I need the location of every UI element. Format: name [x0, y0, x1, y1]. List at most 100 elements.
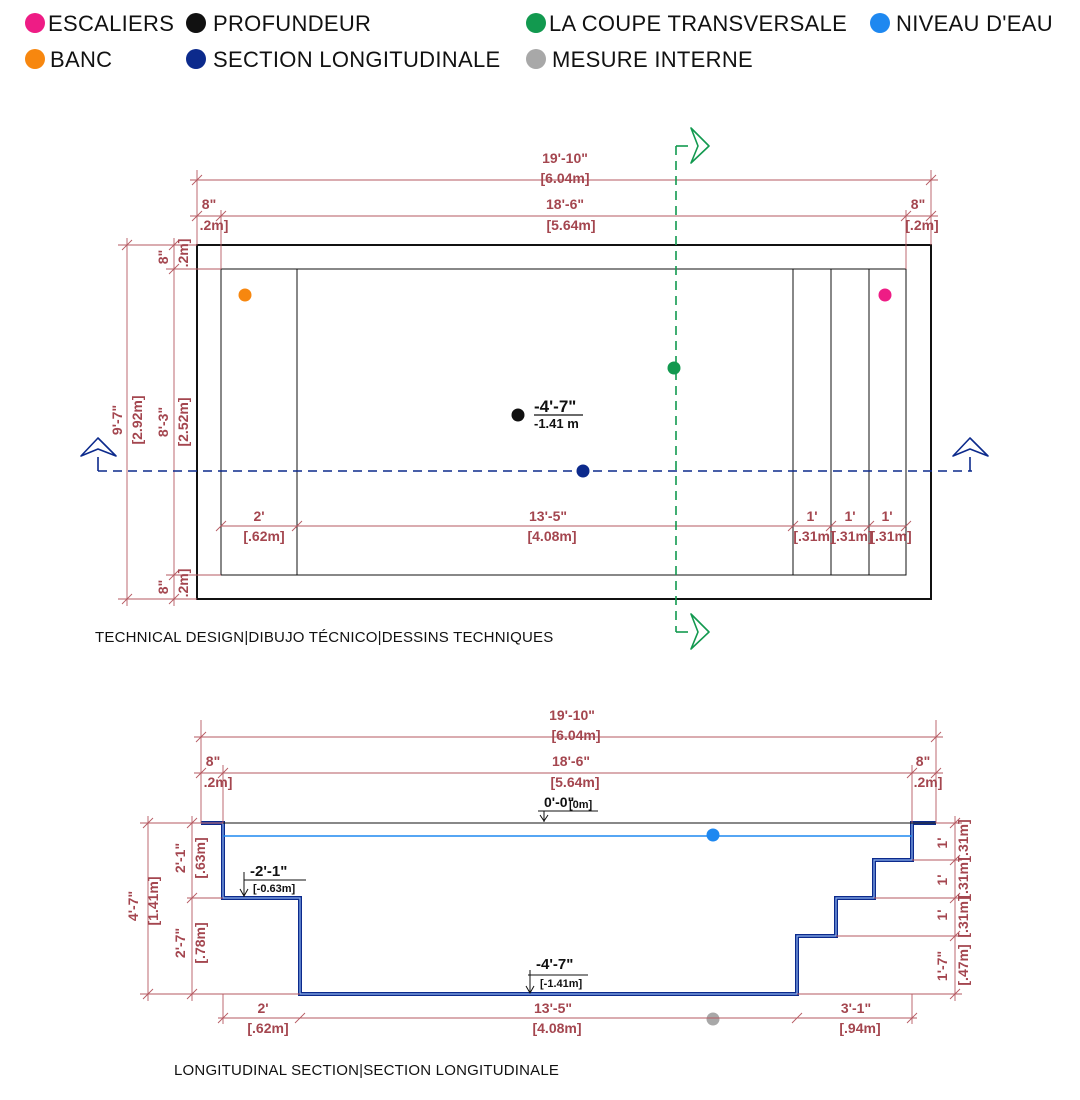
- plan-floor-length-metric: [4.08m]: [527, 528, 576, 544]
- section-wall-left: 8": [206, 753, 220, 769]
- section-lower-depth: 2'-7": [172, 928, 188, 958]
- cross-section-cut-line: [667, 127, 710, 650]
- plan-overall-length-metric: [6.04m]: [540, 170, 589, 186]
- section-riser-4-metric: [.47m]: [955, 944, 971, 985]
- plan-outer-outline: [196, 244, 932, 600]
- section-top-level: 0'-0": [544, 794, 574, 810]
- section-stairs-length: 3'-1": [841, 1000, 871, 1016]
- plan-step-1-length-metric: [.31m]: [793, 528, 834, 544]
- section-bench-level-metric: [-0.63m]: [253, 883, 296, 895]
- section-bottom-dimensions: 2' [.62m] 13'-5" [4.08m] 3'-1" [.94m]: [217, 994, 918, 1036]
- water-level-marker-icon: [870, 13, 890, 33]
- depth-marker-icon: [186, 13, 206, 33]
- section-floor-length-metric: [4.08m]: [532, 1020, 581, 1036]
- bench-marker-icon: [25, 49, 45, 69]
- plan-wall-right: 8": [911, 196, 925, 212]
- section-wall-right: 8": [916, 753, 930, 769]
- plan-wall-left-metric: .2m]: [200, 217, 229, 233]
- plan-floor-length: 13'-5": [529, 508, 567, 524]
- plan-top-dimensions: 19'-10" [6.04m] 18'-6" [5.64m] 8" .2m] 8…: [190, 150, 939, 269]
- section-bench-length: 2': [257, 1000, 268, 1016]
- section-overall-length-metric: [6.04m]: [551, 727, 600, 743]
- plan-inner-length-metric: [5.64m]: [546, 217, 595, 233]
- section-bench-depth: 2'-1": [172, 843, 188, 873]
- section-riser-2: 1': [934, 874, 950, 885]
- plan-inner-width: 8'-3": [155, 407, 171, 437]
- section-view: 19'-10" [6.04m] 18'-6" [5.64m] 8" .2m] 8…: [125, 707, 971, 1079]
- section-bench-level: -2'-1": [250, 863, 287, 880]
- section-floor-length: 13'-5": [534, 1000, 572, 1016]
- section-riser-1-metric: [.31m]: [955, 819, 971, 860]
- plan-step-2-length-metric: [.31m]: [831, 528, 872, 544]
- plan-wall-top: 8": [155, 250, 171, 264]
- section-arrow-right-icon: [952, 437, 989, 457]
- plan-bench-length-metric: [.62m]: [243, 528, 284, 544]
- level-arrow-top-icon: [539, 814, 549, 822]
- water-level-marker: [706, 828, 720, 842]
- section-level-top: 0'-0" [0m]: [538, 794, 598, 822]
- section-riser-3: 1': [934, 909, 950, 920]
- legend-item-profundeur: PROFUNDEUR: [186, 11, 371, 36]
- stairs-marker-icon: [25, 13, 45, 33]
- cross-section-arrow-bottom-icon: [690, 613, 710, 650]
- section-total-depth-metric: [1.41m]: [145, 876, 161, 925]
- legend: ESCALIERS PROFUNDEUR LA COUPE TRANSVERSA…: [25, 11, 1053, 72]
- section-bench-depth-metric: [.63m]: [192, 837, 208, 878]
- plan-wall-right-metric: [.2m]: [905, 217, 938, 233]
- section-pool-profile-highlight: [201, 822, 936, 995]
- section-riser-1: 1': [934, 837, 950, 848]
- internal-measure-marker-icon: [526, 49, 546, 69]
- section-level-floor: -4'-7" [-1.41m]: [525, 956, 588, 995]
- plan-left-dimensions: 9'-7" [2.92m] 8'-3" [2.52m] 8" .2m] 8" .…: [109, 238, 221, 606]
- stairs-marker: [878, 288, 892, 302]
- plan-step-2-length: 1': [844, 508, 855, 524]
- plan-bench-length: 2': [253, 508, 264, 524]
- section-floor-level: -4'-7": [536, 956, 573, 973]
- legend-item-banc: BANC: [25, 47, 112, 72]
- plan-depth-label: -4'-7" -1.41 m: [511, 397, 583, 431]
- plan-step-3-length: 1': [881, 508, 892, 524]
- section-top-level-metric: [0m]: [569, 799, 593, 811]
- cross-section-marker: [667, 361, 681, 375]
- plan-overall-width: 9'-7": [109, 405, 125, 435]
- section-arrow-left-icon: [80, 437, 117, 457]
- plan-inner-length: 18'-6": [546, 196, 584, 212]
- bench-marker: [238, 288, 252, 302]
- legend-label-banc: BANC: [50, 47, 112, 72]
- plan-depth-value: -4'-7": [534, 397, 576, 416]
- plan-step-3-length-metric: [.31m]: [870, 528, 911, 544]
- section-right-dimensions: 1' [.31m] 1' [.31m] 1' [.31m] 1'-7" [.47…: [797, 816, 971, 1001]
- plan-overall-width-metric: [2.92m]: [129, 395, 145, 444]
- legend-item-escaliers: ESCALIERS: [25, 11, 174, 36]
- section-overall-length: 19'-10": [549, 707, 595, 723]
- section-inner-length: 18'-6": [552, 753, 590, 769]
- section-bench-length-metric: [.62m]: [247, 1020, 288, 1036]
- plan-wall-top-metric: .2m]: [175, 239, 191, 268]
- plan-wall-bottom: 8": [155, 580, 171, 594]
- legend-label-niveau-eau: NIVEAU D'EAU: [896, 11, 1053, 36]
- plan-step-1-length: 1': [806, 508, 817, 524]
- cross-section-arrow-top-icon: [690, 127, 710, 164]
- cross-section-marker-icon: [526, 13, 546, 33]
- legend-item-niveau-eau: NIVEAU D'EAU: [870, 11, 1053, 36]
- section-riser-4: 1'-7": [934, 951, 950, 981]
- legend-label-mesure-interne: MESURE INTERNE: [552, 47, 753, 72]
- plan-wall-left: 8": [202, 196, 216, 212]
- section-wall-right-metric: .2m]: [914, 774, 943, 790]
- section-left-dimensions: 4'-7" [1.41m] 2'-1" [.63m] 2'-7" [.78m]: [125, 816, 300, 1001]
- plan-wall-bottom-metric: .2m]: [175, 569, 191, 598]
- legend-item-mesure-interne: MESURE INTERNE: [526, 47, 753, 72]
- plan-caption: TECHNICAL DESIGN|DIBUJO TÉCNICO|DESSINS …: [95, 629, 553, 646]
- level-arrow-floor-icon: [525, 985, 535, 995]
- legend-item-coupe-transversale: LA COUPE TRANSVERSALE: [526, 11, 847, 36]
- section-stairs-length-metric: [.94m]: [839, 1020, 880, 1036]
- plan-inner-outline: [220, 268, 907, 576]
- legend-item-section-longitudinale: SECTION LONGITUDINALE: [186, 47, 500, 72]
- legend-label-coupe-transversale: LA COUPE TRANSVERSALE: [549, 11, 847, 36]
- section-lower-depth-metric: [.78m]: [192, 922, 208, 963]
- legend-label-escaliers: ESCALIERS: [48, 11, 174, 36]
- plan-view: 19'-10" [6.04m] 18'-6" [5.64m] 8" .2m] 8…: [80, 127, 989, 650]
- section-wall-left-metric: .2m]: [204, 774, 233, 790]
- section-caption: LONGITUDINAL SECTION|SECTION LONGITUDINA…: [174, 1062, 559, 1079]
